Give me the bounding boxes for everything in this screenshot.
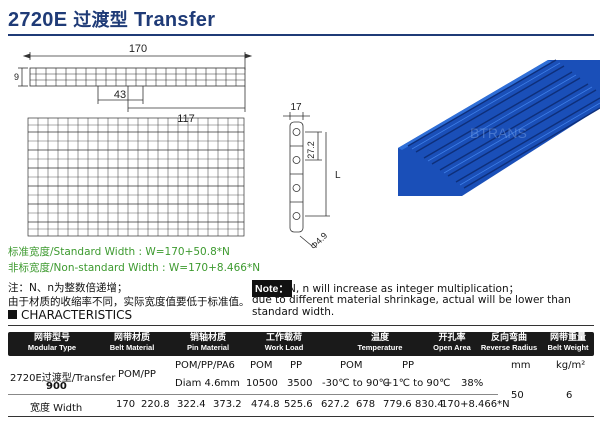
technical-drawing: 170 9 43 117 17 27.2 L Φ4.9 bbox=[14, 43, 600, 251]
cell-belt-weight: 6 bbox=[566, 390, 573, 401]
cell-load-pp: 3500 bbox=[287, 378, 313, 389]
cell-load-pom: 10500 bbox=[246, 378, 278, 389]
table-header-bar bbox=[8, 332, 594, 356]
cell-pin-diameter: Diam 4.6mm bbox=[175, 378, 240, 389]
cell-load-pp-label: PP bbox=[290, 360, 303, 371]
dim-117: 117 bbox=[177, 113, 195, 125]
dim-43: 43 bbox=[114, 89, 126, 101]
side-profile-view bbox=[18, 52, 253, 112]
standard-width: 标准宽度/Standard Width : W=170+50.8*N bbox=[8, 246, 230, 258]
dim-170: 170 bbox=[129, 43, 147, 55]
cell-temp-pom-label: POM bbox=[340, 360, 363, 371]
cell-modular-type: 2720E过渡型/Transfer bbox=[10, 373, 116, 384]
cell-temp-pp-label: PP bbox=[402, 360, 415, 371]
row-divider bbox=[8, 394, 498, 395]
note-label: Note： bbox=[252, 280, 292, 297]
dim-27-2: 27.2 bbox=[306, 141, 316, 159]
width-value: 373.2 bbox=[213, 399, 242, 410]
width-value: 525.6 bbox=[284, 399, 313, 410]
cell-width-label: 宽度 Width bbox=[30, 403, 83, 414]
width-value: 627.2 bbox=[321, 399, 350, 410]
cell-temp-pp: +1℃ to 90℃ bbox=[384, 378, 451, 389]
cell-radius-unit: mm bbox=[511, 360, 531, 371]
cell-load-pom-label: POM bbox=[250, 360, 273, 371]
dim-17: 17 bbox=[290, 102, 302, 113]
note-en-line1: N, n will increase as integer multiplica… bbox=[288, 283, 520, 295]
width-value: 830.4 bbox=[415, 399, 444, 410]
side-section-view bbox=[283, 112, 330, 247]
width-value: 220.8 bbox=[141, 399, 170, 410]
belt-photo: BTRANS bbox=[398, 59, 600, 196]
cell-reverse-radius: 50 bbox=[511, 390, 524, 401]
dim-9: 9 bbox=[14, 72, 19, 82]
width-value: 779.6 bbox=[383, 399, 412, 410]
width-value: 678 bbox=[356, 399, 376, 410]
cell-belt-material: POM/PP bbox=[118, 369, 156, 380]
page-title: 2720E 过渡型 Transfer bbox=[8, 9, 216, 31]
cell-temp-pom: -30℃ to 90℃ bbox=[322, 378, 390, 389]
width-value: 322.4 bbox=[177, 399, 206, 410]
cell-modular-sub: 900 bbox=[46, 381, 67, 392]
table-bottom-rule bbox=[8, 416, 594, 417]
square-bullet-icon bbox=[8, 310, 17, 319]
characteristics-heading: CHARACTERISTICS bbox=[8, 308, 132, 322]
belt-plan-view bbox=[27, 117, 245, 237]
cell-weight-unit: kg/m² bbox=[556, 360, 586, 371]
photo-watermark: BTRANS bbox=[470, 125, 527, 141]
dim-L: L bbox=[335, 170, 341, 181]
characteristics-divider bbox=[8, 325, 594, 326]
title-divider bbox=[8, 34, 594, 36]
cell-open-area: 38% bbox=[461, 378, 484, 389]
width-value: 170 bbox=[116, 399, 136, 410]
note-cn-line2: 由于材质的收缩率不同，实际宽度值要低于标准值。 bbox=[8, 296, 250, 308]
dim-phi: Φ4.9 bbox=[308, 230, 329, 251]
note-cn-line1: 注：N、n为整数倍递增； bbox=[8, 282, 128, 294]
width-value: 474.8 bbox=[251, 399, 280, 410]
note-en-line2: due to different material shrinkage, act… bbox=[252, 294, 571, 318]
nonstandard-width: 非标宽度/Non-standard Width : W=170+8.466*N bbox=[8, 262, 261, 274]
cell-pin-materials: POM/PP/PA6 bbox=[175, 360, 235, 371]
width-value: 170+8.466*N bbox=[441, 399, 510, 410]
